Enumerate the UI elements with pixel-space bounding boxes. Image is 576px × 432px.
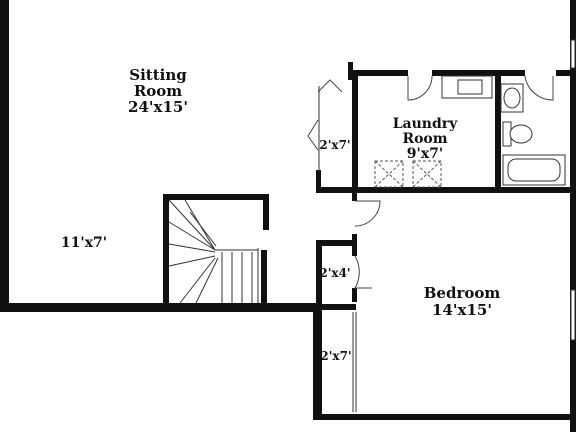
wall-hall-right-a [352, 187, 357, 201]
room-labels: Sitting Room 24'x15' 11'x7' Laundry Room… [61, 66, 500, 363]
bathtub-inner [507, 158, 561, 182]
closet-upper-dims: 2'x7' [319, 138, 350, 152]
sitting-room-label-line1: Sitting [129, 66, 187, 84]
bifold-door-upper-b [307, 119, 319, 151]
stair-line-3 [168, 221, 216, 251]
bedroom-dims: 14'x15' [432, 301, 492, 319]
fixtures [374, 39, 576, 341]
toilet-bowl [509, 124, 533, 144]
closet-lower-dims: 2'x7' [320, 349, 351, 363]
bath-door-swing [524, 75, 554, 101]
washer-x2 [374, 160, 404, 188]
wall-stair-right-top [263, 194, 269, 230]
laundry-room-label-line2: Room [402, 131, 447, 147]
sitting-room-dims: 24'x15' [128, 98, 188, 116]
stair-line-1 [168, 199, 216, 251]
washer-x1 [374, 160, 404, 188]
wall-laundry-top [348, 70, 408, 76]
wall-hall-top-closet [316, 240, 356, 246]
washer [374, 160, 404, 188]
sitting-room-label-line2: Room [134, 82, 182, 100]
laundry-room-label-line1: Laundry [393, 116, 458, 132]
closet-middle-dims: 2'x4' [319, 266, 350, 280]
wall-laundry-left [352, 70, 358, 192]
wall-hall-right-c [352, 288, 357, 302]
wall-closet-lower-left [313, 304, 322, 420]
wall-sitting-right-lower [316, 170, 321, 190]
stair-line-5 [168, 255, 216, 267]
laundry-room-dims: 9'x7' [407, 146, 443, 162]
wall-stair-left [163, 194, 169, 308]
staircase [168, 199, 259, 304]
wall-sitting-bottom [0, 303, 320, 312]
wall-bath-right-stub [556, 70, 576, 76]
window-right-lower [570, 289, 576, 341]
wall-hall-left-upper [316, 240, 322, 304]
closet-middle-door-swing [354, 255, 372, 289]
laundry-door-swing [407, 75, 433, 101]
dryer-x2 [412, 160, 442, 188]
bath-sink [503, 87, 521, 109]
doors [307, 75, 554, 412]
hall-door-swing [354, 200, 381, 227]
wall-stair-right-bottom [261, 250, 267, 306]
wall-sitting-left [0, 0, 9, 312]
stair-line-6 [179, 257, 216, 304]
bedroom-label: Bedroom [424, 284, 501, 302]
wall-right-outer-upper [570, 0, 576, 190]
wall-laundry-top-right [432, 70, 512, 76]
wall-laundry-bath [495, 70, 501, 192]
nook-dims: 11'x7' [61, 235, 107, 251]
stair-line-7 [195, 257, 219, 304]
stair-line-4 [168, 243, 216, 253]
window-right-upper [570, 39, 576, 69]
dryer [412, 160, 442, 188]
bifold-door-upper [317, 79, 343, 93]
wall-stair-top [163, 194, 269, 200]
wall-closet-divider [316, 304, 356, 310]
laundry-sink-basin [457, 79, 483, 95]
stair-arrow [189, 211, 217, 247]
wall-hall-right-b [352, 234, 357, 256]
wall-bath-top [495, 70, 525, 76]
wall-bottom [313, 414, 576, 420]
wall-laundry-bottom [316, 187, 576, 193]
dryer-x1 [412, 160, 442, 188]
